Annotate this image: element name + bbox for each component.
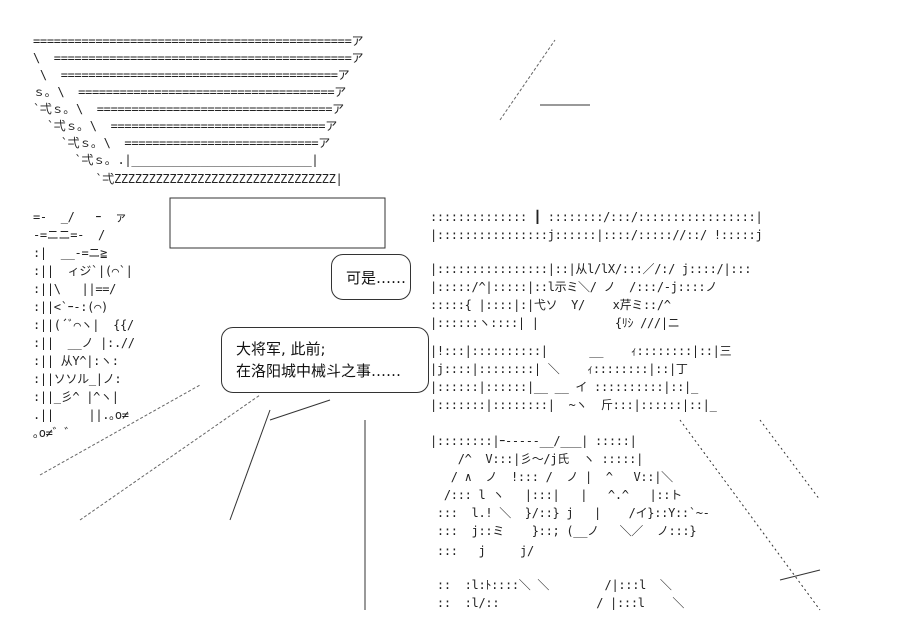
art-row: `弌ZZZZZZZZZZZZZZZZZZZZZZZZZZZZZZZZ| — [33, 172, 343, 186]
art-row: :: :l/:: / |:::l ＼ — [430, 596, 685, 610]
frame-panel — [169, 197, 386, 249]
diagonal-ray — [79, 394, 261, 521]
diagonal-ray — [39, 384, 201, 476]
art-row: :||\ ||==/ — [33, 282, 117, 296]
bubble-line-1: 大将军, 此前; — [236, 340, 326, 358]
art-row: ========================================… — [33, 34, 364, 48]
art-row: :::::{ |::::|:|弋ソ Y/ x芹ミ::/^ — [430, 298, 671, 312]
art-row: :||<`ｰ-:(⌒) — [33, 300, 108, 314]
art-row: -=ニニ=- / — [33, 228, 105, 242]
art-row: \ ======================================… — [33, 51, 364, 65]
art-row: `弌ｓ｡ .|__________________________| — [33, 153, 319, 167]
art-row: |!:::|::::::::::| __ ｨ::::::::|::|三 — [430, 344, 732, 358]
art-row: ｓ｡ \ ===================================… — [33, 85, 347, 99]
art-row: ｡o≠゛゛ — [33, 426, 76, 440]
art-row: :| __-=ニ≧ — [33, 246, 108, 260]
art-row: :|| __ノ |:.// — [33, 336, 135, 350]
art-row: :|| 从Y^|:ヽ: — [33, 354, 119, 368]
art-row: :: :l:ﾄ::::＼ ＼ /|:::l ＼ — [430, 578, 672, 592]
art-row: ::: j j/ — [430, 544, 534, 558]
art-row: :||_彡^ |^ヽ| — [33, 390, 119, 404]
art-row: |:::::::|::::::::| ~ヽ ⽄:::|::::::|::|_ — [430, 398, 717, 412]
art-row: |::::::::::::::::|::|从l/lX/:::／/:/ j::::… — [430, 262, 752, 276]
art-row: ::: j::ミ }::; (__ノ ＼／ ノ:::} — [430, 524, 697, 538]
art-row: ::: l.! ＼ }/::} j | /イ}::Y::`~- — [430, 506, 710, 520]
art-row: :||ソソル_|ノ: — [33, 372, 122, 386]
art-row: /^ V:::|彡〜/j氏 ヽ :::::| — [430, 452, 644, 466]
art-row: |::::::|::::::|__ __ イ ::::::::::|::|_ — [430, 380, 698, 394]
art-row: `弌ｓ｡ \ ===============================ア — [33, 119, 337, 133]
speech-bubble-main: 大将军, 此前; 在洛阳城中械斗之事…… — [221, 327, 429, 393]
diagonal-ray — [499, 39, 556, 121]
art-row: |::::::ヽ::::| | {ﾘｼ ///|ニ — [430, 316, 680, 330]
art-row: :|| ィジ`|(⌒`| — [33, 264, 133, 278]
art-row: `弌ｓ｡ \ =================================… — [33, 102, 344, 116]
art-row: \ ======================================… — [33, 68, 350, 82]
art-row: |j::::|::::::::| ＼ ｨ::::::::|::|丁 — [430, 362, 688, 376]
art-row: |::::::::|ｰ-----__/___| :::::| — [430, 434, 637, 448]
speech-bubble-top: 可是…… — [331, 254, 411, 300]
art-row: /::: l ヽ |:::| | ^.^ |::ト — [430, 488, 682, 502]
art-row: :::::::::::::: ┃ ::::::::/:::/::::::::::… — [430, 210, 763, 224]
art-row: |::::::::::::::::j::::::|::::/::::://::/… — [430, 228, 763, 242]
art-row: |:::::/^|:::::|::l示ミ＼/ ノ /:::/-j::::ノ — [430, 280, 718, 294]
art-row: `弌ｓ｡ \ ============================ア — [33, 136, 331, 150]
bubble-line-2: 在洛阳城中械斗之事…… — [236, 362, 402, 380]
art-row: / ∧ ノ !::: / ノ | ^ V::|＼ — [430, 470, 673, 484]
art-row: =- _/ ｰ ァ — [33, 210, 127, 224]
bubble-text: 可是…… — [346, 269, 407, 287]
art-row: .|| ||.｡o≠ — [33, 408, 129, 422]
art-row: :||(´ﾞ⌒ヽ| {{/ — [33, 318, 134, 332]
